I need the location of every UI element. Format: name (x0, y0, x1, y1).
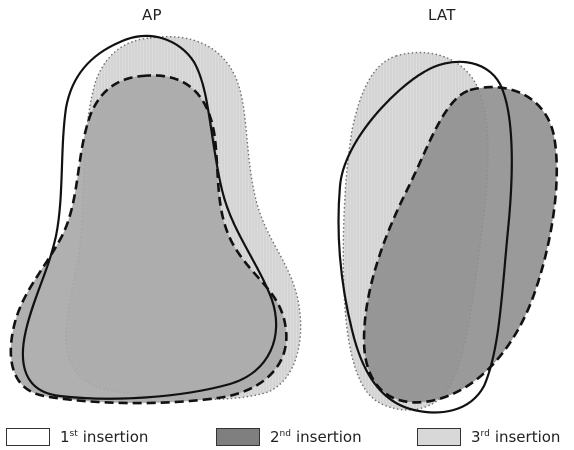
legend-ordinal: 2nd (270, 428, 291, 446)
outlines-diagram (0, 0, 574, 424)
legend-label: insertion (296, 428, 362, 446)
legend-swatch-light-grey (417, 428, 461, 446)
legend: 1st insertion 2nd insertion 3rd insertio… (0, 424, 574, 450)
legend-label: insertion (83, 428, 149, 446)
legend-item-third-insertion: 3rd insertion (417, 426, 560, 448)
legend-ordinal: 1st (60, 428, 78, 446)
legend-swatch-white (6, 428, 50, 446)
legend-item-first-insertion: 1st insertion (6, 426, 148, 448)
legend-swatch-dark-grey (216, 428, 260, 446)
legend-ordinal: 3rd (471, 428, 490, 446)
lat-view (339, 52, 557, 412)
legend-label: insertion (495, 428, 561, 446)
ap-view (11, 36, 301, 403)
legend-item-second-insertion: 2nd insertion (216, 426, 362, 448)
